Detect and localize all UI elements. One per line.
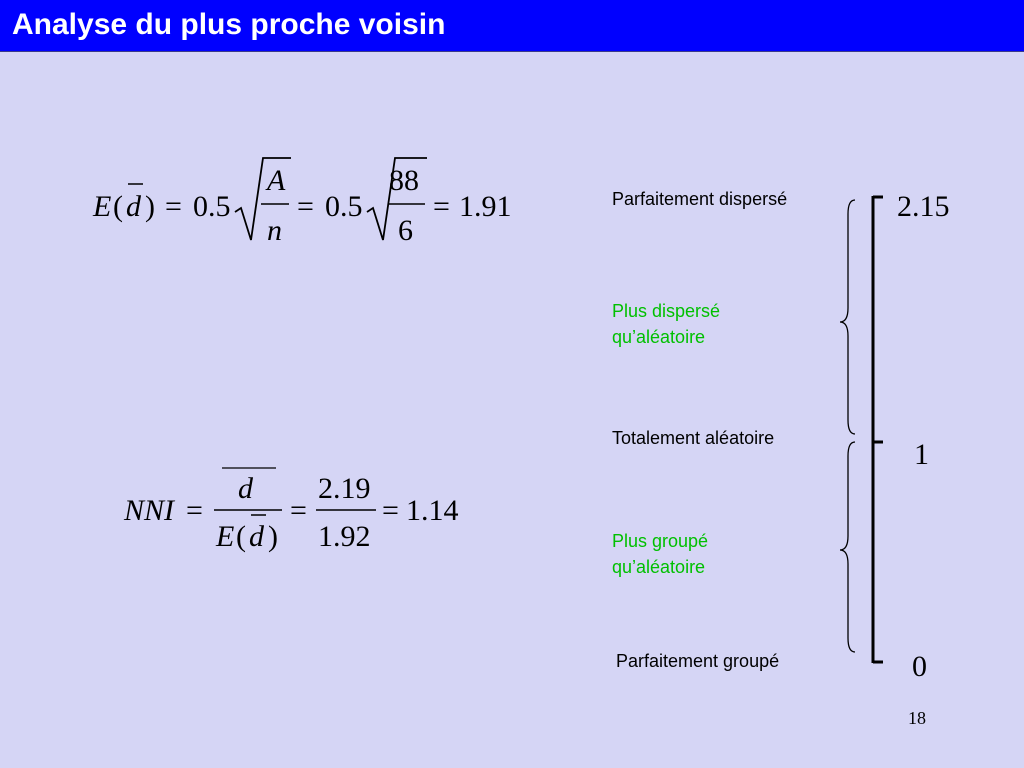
f2-eq1: = bbox=[186, 494, 203, 527]
f1-frac2-den: 6 bbox=[398, 214, 413, 247]
f1-eq2: = bbox=[297, 190, 314, 223]
brace-upper bbox=[839, 199, 856, 435]
f2-frac2-den: 1.92 bbox=[318, 520, 371, 553]
f1-coef2: 0.5 bbox=[325, 190, 363, 223]
scale-value-bottom: 0 bbox=[912, 650, 927, 683]
label-parfaitement-groupe: Parfaitement groupé bbox=[616, 651, 780, 671]
f2-lhs: NNI bbox=[123, 494, 176, 527]
f2-frac1-num: d bbox=[238, 472, 254, 505]
f1-eq3: = bbox=[433, 190, 450, 223]
f1-coef1: 0.5 bbox=[193, 190, 231, 223]
f1-lhs-close: ) bbox=[145, 190, 155, 223]
f1-result: 1.91 bbox=[459, 190, 512, 223]
f1-frac1-den: n bbox=[267, 214, 282, 247]
scale-value-middle: 1 bbox=[914, 438, 929, 471]
f2-eq2: = bbox=[290, 494, 307, 527]
f2-eq3: = bbox=[382, 494, 399, 527]
label-totalement-aleatoire: Totalement aléatoire bbox=[612, 428, 775, 448]
label-plus-groupe: Plus groupé qu’aléatoire bbox=[612, 531, 709, 577]
f2-den-e: E bbox=[215, 520, 234, 553]
scale-diagram bbox=[839, 195, 883, 664]
label-parfaitement-disperse: Parfaitement dispersé bbox=[612, 189, 788, 209]
scale-value-top: 2.15 bbox=[897, 190, 950, 223]
f1-sqrt1 bbox=[234, 157, 291, 241]
f1-lhs-open: ( bbox=[113, 190, 123, 223]
title-bar: Analyse du plus proche voisin bbox=[0, 0, 1024, 52]
slide-title: Analyse du plus proche voisin bbox=[12, 8, 446, 41]
f1-lhs-d: d bbox=[126, 190, 142, 223]
f1-frac2-num: 88 bbox=[389, 164, 419, 197]
f2-den-close: ) bbox=[268, 520, 278, 553]
f2-den-open: ( bbox=[236, 520, 246, 553]
label-plus-disperse: Plus dispersé qu’aléatoire bbox=[612, 301, 721, 347]
f2-frac2-num: 2.19 bbox=[318, 472, 371, 505]
f2-den-d: d bbox=[249, 520, 265, 553]
f1-frac1-num: A bbox=[265, 164, 286, 197]
f2-result: 1.14 bbox=[406, 494, 459, 527]
f1-lhs-e: E bbox=[92, 190, 111, 223]
f1-sqrt2 bbox=[366, 157, 427, 241]
formula-nni: NNI = d E ( d ) = 2.19 1.92 = 1.14 bbox=[123, 467, 459, 553]
brace-lower bbox=[839, 441, 856, 653]
page-number: 18 bbox=[908, 708, 926, 728]
formula-expected-distance: E ( d ) = 0.5 A n = 0.5 88 6 = 1.91 bbox=[92, 157, 512, 247]
f1-eq1: = bbox=[165, 190, 182, 223]
